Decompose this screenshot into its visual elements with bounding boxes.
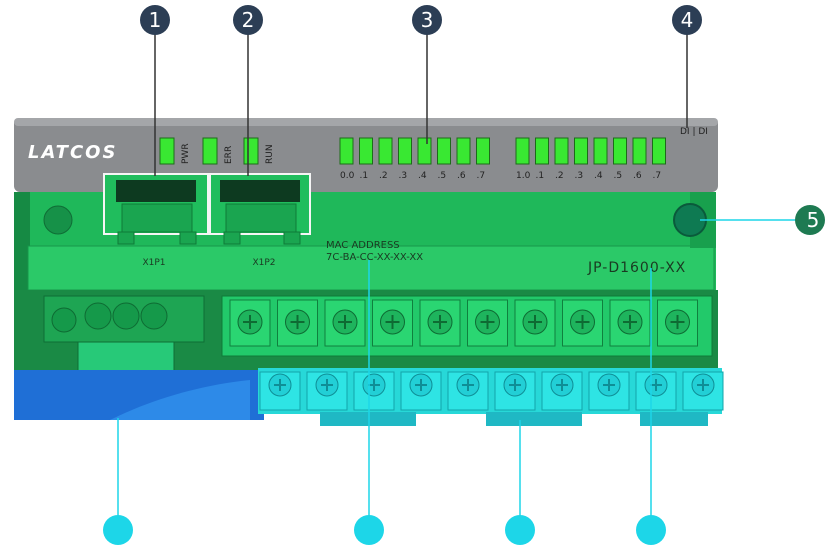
di-group1-led-3	[399, 138, 412, 164]
di-group1-led-0	[340, 138, 353, 164]
callout-bottom-2	[354, 515, 384, 545]
mount-screw-left	[44, 206, 72, 234]
mac-value: 7C-BA-CC-XX-XX-XX	[326, 252, 423, 263]
callout-5: 5	[795, 205, 825, 235]
port-label-1: X1P1	[142, 258, 165, 268]
di-group2-led-label-3: .3	[575, 171, 584, 181]
terminal-row-upper	[222, 296, 712, 356]
callout-2: 2	[233, 5, 263, 35]
di-group2-led-label-2: .2	[555, 171, 564, 181]
di-group1-led-1	[360, 138, 373, 164]
di-group2-led-label-1: .1	[536, 171, 545, 181]
pwr-led	[160, 138, 174, 164]
callout-bottom-1	[103, 515, 133, 545]
callout-bottom-3	[505, 515, 535, 545]
rj45-port-1[interactable]	[104, 174, 208, 244]
di-header: DI | DI	[680, 127, 708, 137]
run-led	[244, 138, 258, 164]
di-group1-led-label-6: .6	[457, 171, 466, 181]
di-group2-led-label-6: .6	[633, 171, 642, 181]
di-group2-led-3	[575, 138, 588, 164]
di-group2-led-6	[633, 138, 646, 164]
run-label: RUN	[265, 144, 275, 164]
callout-4: 4	[672, 5, 702, 35]
di-group2-led-label-5: .5	[614, 171, 623, 181]
svg-text:2: 2	[242, 8, 255, 32]
di-group2-led-4	[594, 138, 607, 164]
model-number: JP-D1600-XX	[587, 260, 686, 276]
di-group2-led-label-7: .7	[653, 171, 662, 181]
svg-text:1: 1	[149, 8, 162, 32]
di-group1-led-label-5: .5	[438, 171, 447, 181]
svg-text:4: 4	[681, 8, 694, 32]
err-led	[203, 138, 217, 164]
di-group2-led-7	[653, 138, 666, 164]
di-group1-led-7	[477, 138, 490, 164]
di-group1-led-4	[418, 138, 431, 164]
callout-1: 1	[140, 5, 170, 35]
di-group1-led-6	[457, 138, 470, 164]
di-group2-led-1	[536, 138, 549, 164]
di-group1-led-label-2: .2	[379, 171, 388, 181]
di-group2-led-2	[555, 138, 568, 164]
di-group1-led-label-1: .1	[360, 171, 369, 181]
di-group2-led-0	[516, 138, 529, 164]
pwr-label: PWR	[181, 143, 191, 164]
di-group2-led-label-0: 1.0	[516, 171, 531, 181]
di-group1-led-label-0: 0.0	[340, 171, 355, 181]
svg-text:5: 5	[807, 208, 820, 232]
di-group1-led-2	[379, 138, 392, 164]
brand-logo: LATCOS	[28, 142, 117, 163]
err-label: ERR	[224, 146, 234, 164]
rj45-port-2[interactable]	[210, 174, 310, 244]
svg-text:3: 3	[421, 8, 434, 32]
di-group2-led-5	[614, 138, 627, 164]
di-group1-led-label-4: .4	[418, 171, 427, 181]
di-group1-led-label-7: .7	[477, 171, 486, 181]
callout-bottom-4	[636, 515, 666, 545]
di-group1-led-5	[438, 138, 451, 164]
di-group2-led-label-4: .4	[594, 171, 603, 181]
port-label-2: X1P2	[252, 258, 275, 268]
callout-3: 3	[412, 5, 442, 35]
di-group1-led-label-3: .3	[399, 171, 408, 181]
mac-label: MAC ADDRESS	[326, 240, 400, 251]
